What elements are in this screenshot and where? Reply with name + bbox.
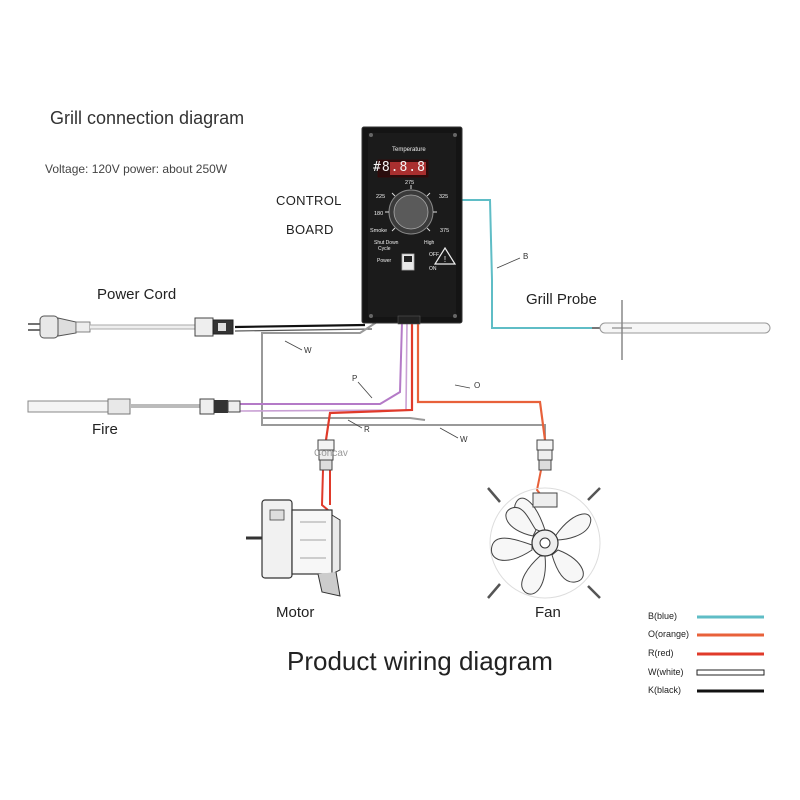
red-wire-motor-1	[320, 469, 329, 511]
black-wire-secondary	[234, 328, 373, 332]
legend-line-white	[696, 669, 765, 676]
wire-letter-w1: W	[304, 346, 312, 355]
blue-wire	[462, 199, 592, 329]
power-cord-label: Power Cord	[97, 286, 177, 303]
legend-label-red: R(red)	[648, 648, 674, 658]
dial-mark-375: 375	[440, 228, 450, 234]
leader-p	[357, 381, 373, 399]
watermark: Concav	[314, 448, 348, 459]
leader-o	[454, 384, 471, 389]
legend-label-blue: B(blue)	[648, 611, 678, 621]
legend-label-black: K(black)	[648, 685, 682, 695]
voltage-spec: Voltage: 120V power: about 250W	[45, 162, 228, 176]
board-on-label: ON	[429, 266, 437, 272]
board-shutdown-label: Shut Down	[374, 240, 399, 246]
wire-letter-p: P	[352, 374, 358, 383]
diagram-title: Grill connection diagram	[50, 108, 245, 128]
leader-w1	[284, 340, 303, 351]
grill-probe	[592, 300, 771, 360]
dial-mark-325: 325	[439, 194, 449, 200]
motor	[246, 499, 341, 597]
dial-mark-180: 180	[374, 211, 384, 217]
fan-label: Fan	[535, 604, 561, 621]
dial-mark-275: 275	[405, 180, 415, 186]
board-cycle-label: Cycle	[378, 246, 391, 252]
board-off-label: OFF	[429, 252, 439, 258]
purple-wire	[240, 321, 403, 405]
purple-wire-2	[239, 321, 408, 412]
grill-probe-label: Grill Probe	[526, 291, 597, 308]
fan	[487, 487, 601, 599]
fire-label: Fire	[92, 421, 118, 438]
dial-mark-225: 225	[376, 194, 386, 200]
leader-w2	[439, 427, 459, 439]
dial-mark-smoke: Smoke	[370, 228, 388, 234]
motor-connector	[317, 439, 335, 471]
red-wire	[324, 322, 414, 441]
leader-r	[347, 419, 363, 429]
wire-letter-b: B	[523, 252, 529, 261]
fire-igniter	[27, 398, 241, 415]
motor-label: Motor	[276, 604, 315, 621]
control-board: !	[361, 126, 463, 325]
orange-wire	[416, 322, 547, 441]
control-board-label-2: BOARD	[286, 222, 334, 237]
product-wiring-title: Product wiring diagram	[287, 646, 553, 676]
fan-connector	[536, 439, 554, 471]
control-board-label-1: CONTROL	[276, 193, 342, 208]
board-power-label: Power	[377, 258, 392, 264]
board-temperature-label: Temperature	[392, 147, 426, 153]
power-cord	[28, 315, 234, 339]
leader-b	[496, 257, 521, 269]
board-high-label: High	[424, 240, 435, 246]
wire-letter-r: R	[364, 425, 370, 434]
black-wire	[234, 323, 366, 329]
board-display: #8.8.8	[373, 160, 426, 175]
white-wire-main	[261, 319, 426, 421]
wire-letter-w2: W	[460, 435, 468, 444]
legend-lines	[696, 615, 765, 693]
white-wire-fan	[261, 418, 546, 440]
wire-letter-o: O	[474, 381, 481, 390]
legend-label-orange: O(orange)	[648, 629, 690, 639]
svg-text:!: !	[444, 255, 446, 264]
legend-label-white: W(white)	[648, 667, 684, 677]
